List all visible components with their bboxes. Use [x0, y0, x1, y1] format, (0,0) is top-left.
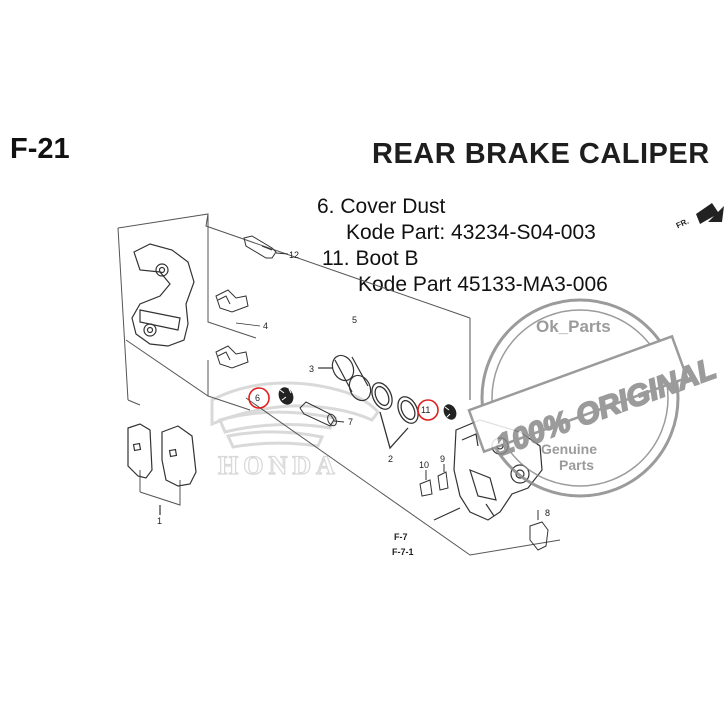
stamp-bottom-text-2: Parts: [559, 457, 594, 473]
note-cover-dust-part: Kode Part: 43234-S04-003: [346, 221, 596, 244]
callout-12: 12: [289, 250, 299, 260]
callout-6: 6: [255, 393, 260, 403]
page-code: F-21: [10, 133, 70, 165]
highlight-circle-11: [417, 399, 439, 421]
piston-seals: [371, 382, 419, 450]
bleeder-cap: [419, 470, 433, 497]
note-boot-b-part: Kode Part 45133-MA3-006: [358, 273, 608, 296]
stamp-bottom-text-1: Genuine: [541, 441, 597, 457]
bleeder-screw: [437, 464, 449, 491]
slide-pin: [299, 401, 345, 427]
assembly-frame: [117, 213, 561, 556]
genuine-parts-stamp: Ok_Parts 100% ORIGINAL Genuine Parts: [467, 298, 721, 498]
leader-4: [235, 322, 261, 327]
callout-3: 3: [309, 364, 314, 374]
bolt-12: [243, 235, 289, 259]
note-cover-dust: 6. Cover Dust: [317, 195, 446, 218]
callout-7: 7: [348, 417, 353, 427]
callout-2: 2: [388, 454, 393, 464]
callout-9: 9: [440, 454, 445, 464]
page-title: REAR BRAKE CALIPER: [372, 138, 710, 170]
highlight-circle-6: [248, 387, 270, 409]
stamp-top-text: Ok_Parts: [536, 317, 611, 336]
piston: [318, 354, 372, 402]
callout-1: 1: [157, 516, 162, 526]
bolt-8: [529, 510, 549, 551]
pad-retainer-clips: [215, 289, 249, 369]
honda-wing-watermark: HONDA: [210, 381, 380, 481]
ref-f7-1: F-7-1: [392, 547, 414, 557]
dust-cover: [278, 387, 294, 405]
front-arrow-icon: [696, 203, 724, 224]
callout-11: 11: [421, 405, 430, 415]
boot-b: [443, 404, 457, 420]
note-boot-b: 11. Boot B: [322, 247, 419, 270]
callout-10: 10: [419, 460, 429, 470]
ref-f7: F-7: [394, 532, 408, 542]
brake-pads: [127, 423, 197, 515]
honda-watermark-text: HONDA: [218, 451, 340, 480]
callout-4: 4: [263, 321, 268, 331]
callout-8: 8: [545, 508, 550, 518]
caliper-bracket: [131, 243, 195, 347]
callout-5: 5: [352, 315, 357, 325]
